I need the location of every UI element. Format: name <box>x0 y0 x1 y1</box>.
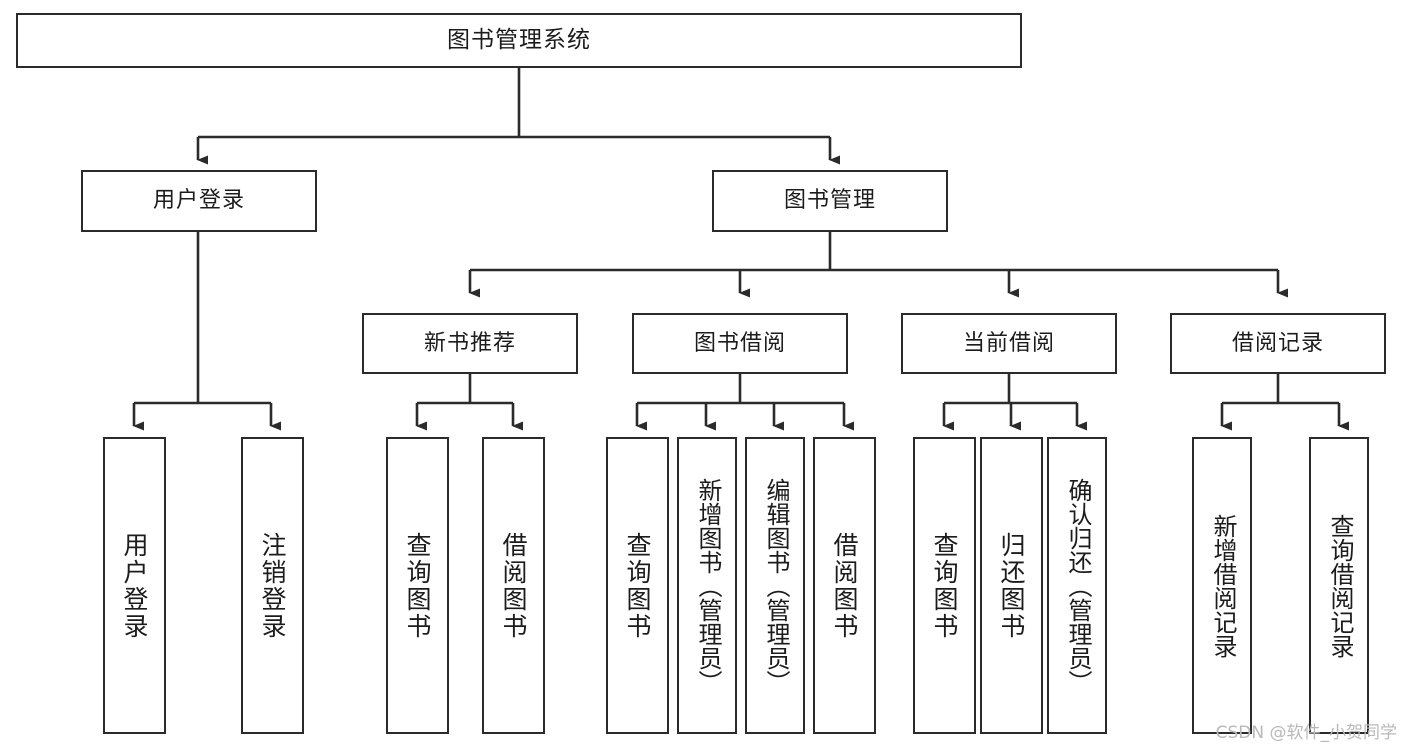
node-borrow-record[interactable]: 借阅记录 <box>1170 313 1386 374</box>
node-label: 查询图书 <box>930 531 959 640</box>
leaf-query-book-3[interactable]: 查询图书 <box>913 437 976 734</box>
leaf-edit-book[interactable]: 编辑图书（管理员） <box>745 437 805 734</box>
node-label: 归还图书 <box>997 531 1026 640</box>
node-new-book-recommend[interactable]: 新书推荐 <box>362 313 578 374</box>
node-label: 新书推荐 <box>423 330 516 356</box>
leaf-add-record[interactable]: 新增借阅记录 <box>1192 437 1252 734</box>
node-label: 查询图书 <box>403 531 432 640</box>
node-root-system[interactable]: 图书管理系统 <box>16 13 1022 68</box>
leaf-user-logout[interactable]: 注销登录 <box>241 437 304 734</box>
node-label: 查询借阅记录 <box>1325 513 1354 658</box>
node-label: 借阅记录 <box>1231 330 1324 356</box>
node-label: 编辑图书（管理员） <box>761 477 790 694</box>
leaf-add-book[interactable]: 新增图书（管理员） <box>677 437 737 734</box>
node-label: 新增图书（管理员） <box>693 477 722 694</box>
node-label: 当前借阅 <box>962 330 1055 356</box>
leaf-borrow-book-1[interactable]: 借阅图书 <box>482 437 545 734</box>
node-user-login[interactable]: 用户登录 <box>81 170 317 232</box>
leaf-return-book[interactable]: 归还图书 <box>980 437 1043 734</box>
leaf-query-book-1[interactable]: 查询图书 <box>386 437 449 734</box>
leaf-query-book-2[interactable]: 查询图书 <box>606 437 669 734</box>
leaf-borrow-book-2[interactable]: 借阅图书 <box>813 437 876 734</box>
node-label: 确认归还（管理员） <box>1063 477 1092 694</box>
node-book-management[interactable]: 图书管理 <box>712 170 948 232</box>
node-label: 图书管理系统 <box>447 26 591 53</box>
node-label: 注销登录 <box>258 531 287 640</box>
node-book-borrow[interactable]: 图书借阅 <box>632 313 848 374</box>
node-label: 新增借阅记录 <box>1208 513 1237 658</box>
node-label: 图书管理 <box>783 188 876 214</box>
leaf-user-login[interactable]: 用户登录 <box>103 437 166 734</box>
node-label: 用户登录 <box>152 188 245 214</box>
node-label: 借阅图书 <box>499 531 528 640</box>
node-label: 图书借阅 <box>693 330 786 356</box>
node-current-borrow[interactable]: 当前借阅 <box>901 313 1117 374</box>
node-label: 用户登录 <box>120 531 149 640</box>
leaf-query-record[interactable]: 查询借阅记录 <box>1309 437 1369 734</box>
leaf-confirm-return[interactable]: 确认归还（管理员） <box>1047 437 1107 734</box>
node-label: 借阅图书 <box>830 531 859 640</box>
csdn-watermark: CSDN @软件_小贺同学 <box>1215 723 1397 743</box>
node-label: 查询图书 <box>623 531 652 640</box>
